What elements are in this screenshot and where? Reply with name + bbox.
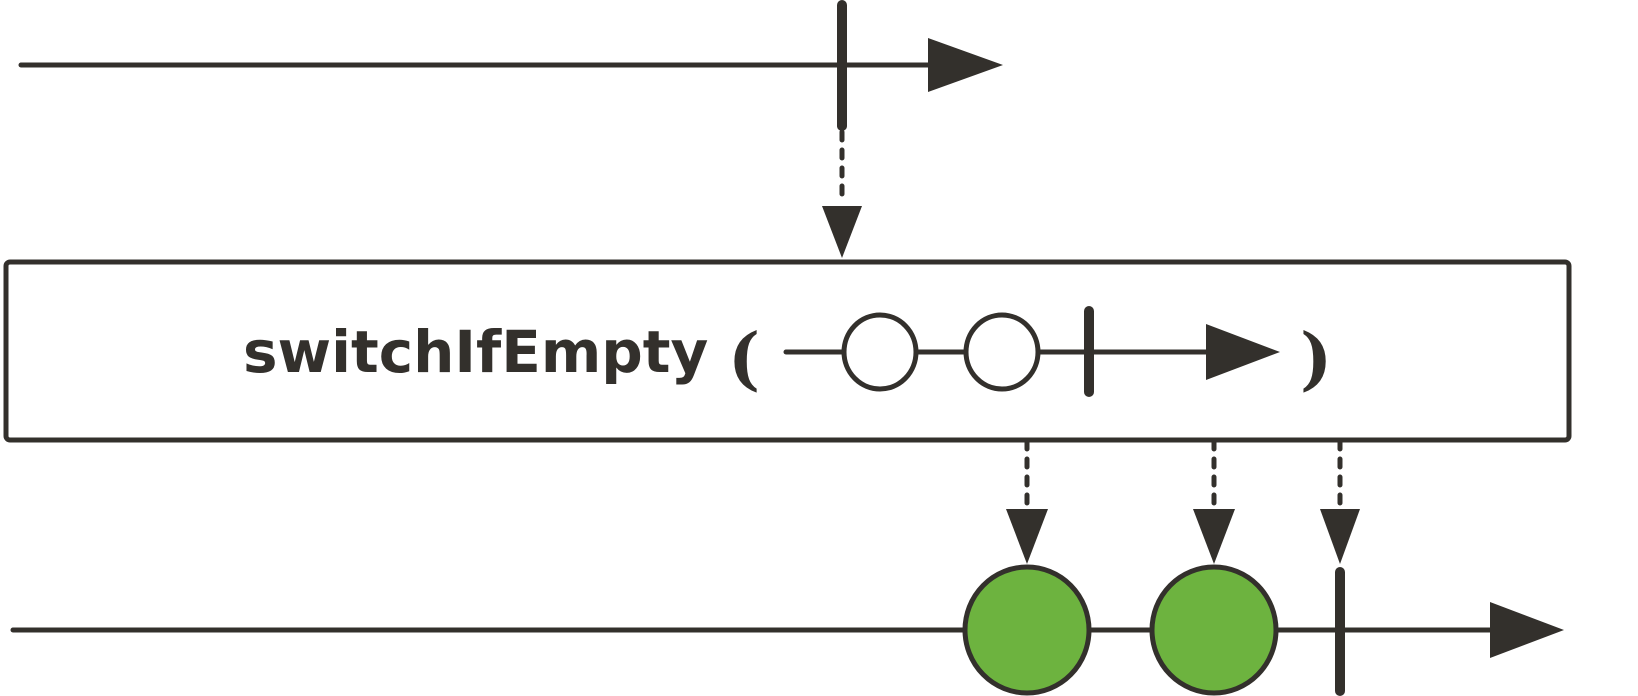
open-paren: ( — [728, 319, 760, 399]
source-to-operator-arrow — [822, 129, 862, 258]
operator-box: switchIfEmpty ( ) — [3, 259, 1572, 443]
source-timeline-arrowhead — [928, 38, 1003, 92]
close-paren: ) — [1300, 319, 1332, 399]
result-timeline-arrowhead — [1490, 602, 1564, 658]
fallback-timeline — [783, 306, 1280, 397]
fallback-item — [841, 312, 919, 392]
operator-to-result-arrows — [1006, 438, 1360, 564]
down-arrowhead — [822, 206, 862, 258]
operator-name: switchIfEmpty — [243, 318, 708, 386]
result-item — [962, 564, 1092, 696]
source-timeline — [18, 0, 1003, 131]
fallback-timeline-arrowhead — [1206, 324, 1280, 380]
fallback-item — [963, 312, 1041, 392]
down-arrowhead — [1006, 509, 1048, 564]
down-arrowhead — [1320, 509, 1360, 564]
down-arrowhead — [1193, 509, 1235, 564]
result-item — [1149, 564, 1279, 696]
result-timeline — [10, 564, 1564, 696]
